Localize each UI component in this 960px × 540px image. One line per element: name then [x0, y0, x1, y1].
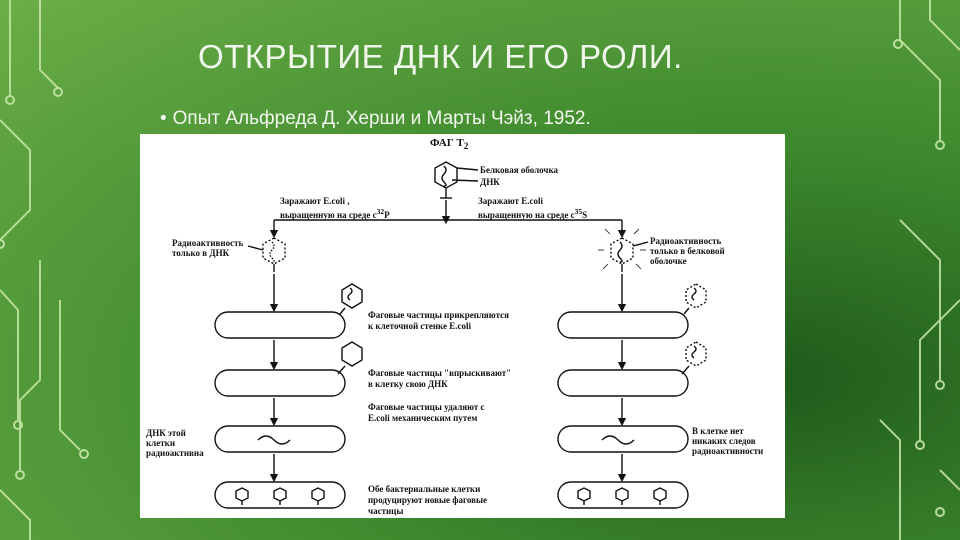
right-cell-1	[557, 311, 689, 339]
step3-label-1: Фаговые частицы удаляют с	[368, 402, 485, 412]
protein-coat-label: Белковая оболочка	[480, 165, 559, 175]
right-cell-dna	[601, 435, 635, 445]
left-injecting-phage-icon	[337, 341, 363, 375]
right-radio-pointer	[632, 241, 649, 247]
final-label-3: частицы	[368, 506, 404, 516]
right-cell-2	[557, 369, 689, 397]
step3-label-2: E.coli механическим путем	[368, 413, 478, 423]
left-radio-label-1: Радиоактивность	[172, 238, 244, 248]
final-label-2: продуцируют новые фаговые	[368, 495, 488, 505]
left-cell-2	[214, 369, 346, 397]
final-label-1: Обе бактериальные клетки	[368, 484, 481, 494]
dna-pointer	[451, 179, 479, 182]
left-cell-4	[214, 481, 346, 509]
bullet-text: Опыт Альфреда Д. Херши и Марты Чэйз, 195…	[172, 108, 591, 129]
left-infect-label-2: выращенную на среде с32P	[280, 207, 390, 220]
left-infect-label-1: Заражают E.coli ,	[280, 196, 350, 206]
right-result-label-3: радиоактивности	[692, 446, 764, 456]
right-result-label-1: В клетке нет	[692, 426, 744, 436]
slide-bullet: •Опыт Альфреда Д. Херши и Марты Чэйз, 19…	[160, 108, 591, 130]
left-radio-pointer	[247, 245, 264, 251]
right-radio-label-1: Радиоактивность	[650, 236, 722, 246]
right-cell-4	[557, 481, 689, 509]
right-cell-3	[557, 425, 689, 453]
left-cell-3	[214, 425, 346, 453]
phage-title: ФАГ Т2	[430, 137, 469, 152]
right-infect-label-2: выращенную на среде с35S	[478, 207, 588, 220]
hershey-chase-diagram: ФАГ Т2 Белковая оболочка ДНК Заражают E.…	[140, 134, 785, 518]
right-result-label-2: никаких следов	[692, 436, 756, 446]
left-cell-dna	[257, 435, 291, 445]
right-radio-label-2: только в белковой	[650, 246, 725, 256]
left-radio-label-2: только в ДНК	[172, 248, 230, 258]
bullet-mark: •	[160, 108, 167, 129]
right-injecting-phage-icon	[681, 341, 707, 375]
coat-pointer	[456, 167, 479, 171]
right-new-phages-icon	[577, 487, 667, 505]
right-infect-label-1: Заражают E.coli	[478, 196, 543, 206]
left-result-label-2: клетки	[146, 438, 176, 448]
dna-label: ДНК	[480, 177, 500, 187]
right-attached-phage-icon	[683, 283, 707, 315]
left-labeled-phage-icon	[262, 237, 286, 272]
slide-title: ОТКРЫТИЕ ДНК И ЕГО РОЛИ.	[198, 38, 683, 75]
left-attached-phage-icon	[339, 283, 363, 315]
left-new-phages-icon	[235, 487, 325, 505]
step1-label-2: к клеточной стенке E.coli	[368, 321, 471, 331]
step2-label-2: в клетку свою ДНК	[368, 379, 448, 389]
diagram-drawing	[214, 161, 707, 509]
step1-label-1: Фаговые частицы прикрепляются	[368, 310, 509, 320]
right-labeled-phage-icon	[598, 224, 646, 272]
left-cell-1	[214, 311, 346, 339]
step2-label-1: Фаговые частицы "впрыскивают"	[368, 368, 512, 378]
left-result-label-3: радиоактивна	[146, 448, 204, 458]
right-radio-label-3: оболочке	[650, 256, 687, 266]
left-result-label-1: ДНК этой	[146, 428, 186, 438]
